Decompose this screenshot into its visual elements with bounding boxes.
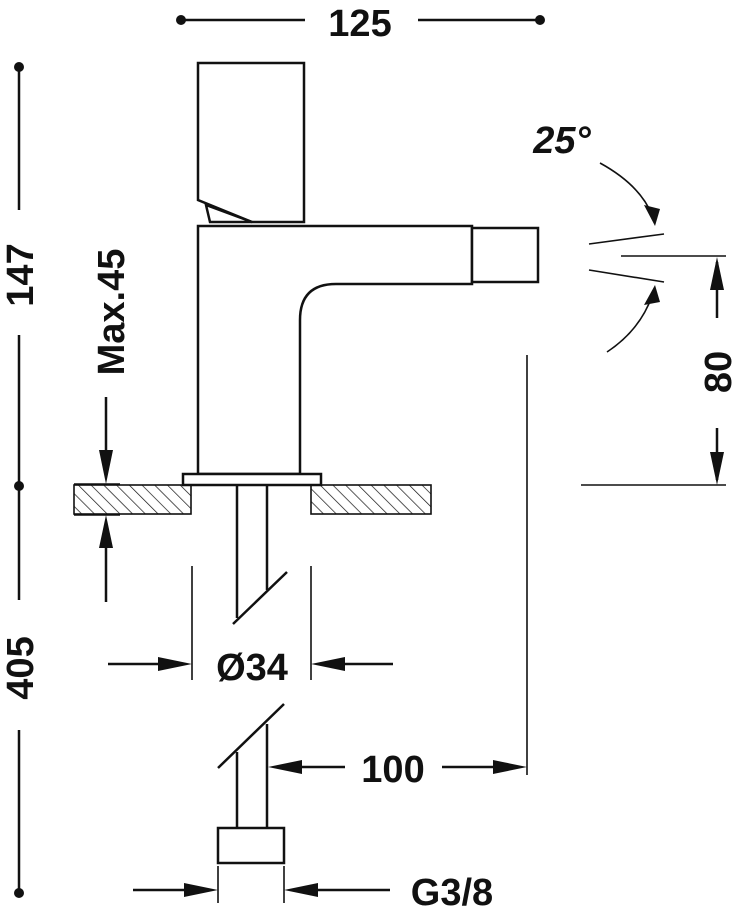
faucet-body bbox=[181, 61, 540, 487]
dim-height-total-label: 147 bbox=[0, 243, 42, 306]
dim-thread: G3/8 bbox=[133, 866, 493, 911]
dim-angle-label: 25° bbox=[532, 120, 591, 162]
dim-diameter: Ø34 bbox=[108, 566, 393, 689]
dim-outlet-height: 80 bbox=[581, 257, 740, 486]
deck-surface bbox=[73, 484, 432, 515]
lever-handle bbox=[196, 61, 306, 224]
dim-reach: 100 bbox=[268, 355, 528, 791]
dim-reach-label: 100 bbox=[361, 749, 424, 791]
dim-diameter-label: Ø34 bbox=[216, 647, 288, 689]
dim-width-top: 125 bbox=[176, 3, 545, 45]
spout-body bbox=[196, 224, 474, 476]
dim-pipe-length-label: 405 bbox=[0, 636, 42, 699]
supply-pipe bbox=[216, 486, 288, 865]
dim-max-deck: Max.45 bbox=[74, 249, 133, 602]
dim-width-top-label: 125 bbox=[328, 3, 391, 45]
thread-connector bbox=[216, 826, 286, 865]
base-flange bbox=[181, 472, 323, 487]
dim-angle: 25° bbox=[532, 120, 726, 353]
dim-left-vertical: 147 405 bbox=[0, 62, 42, 898]
dim-outlet-height-label: 80 bbox=[698, 351, 740, 393]
aerator-outlet bbox=[470, 226, 540, 284]
dim-thread-label: G3/8 bbox=[411, 872, 493, 911]
dim-max-deck-label: Max.45 bbox=[91, 249, 133, 376]
